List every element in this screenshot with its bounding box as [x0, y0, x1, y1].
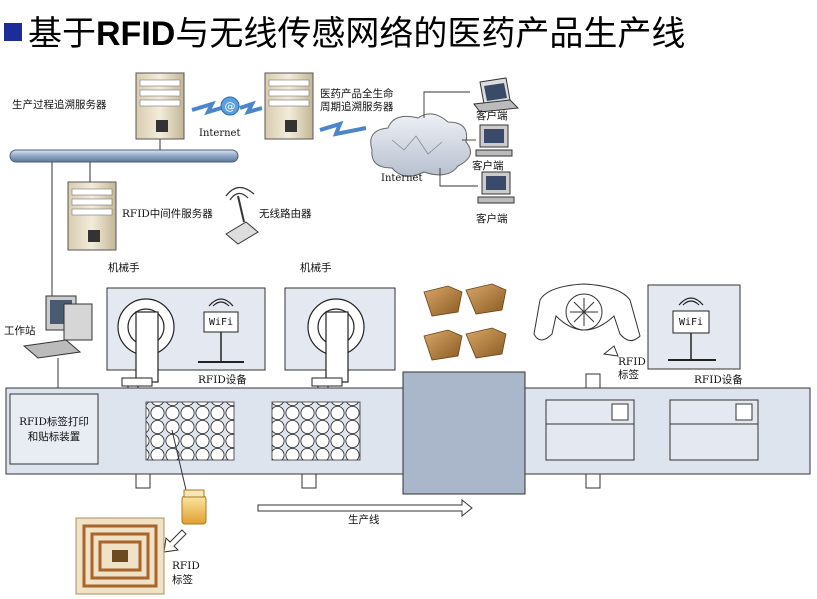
title-prefix: 基于 [28, 14, 96, 54]
internet-cloud-label: Internet [381, 173, 423, 184]
wifi-label-1: WiFi [208, 317, 234, 328]
carton-boxes [423, 283, 507, 361]
wireless-link-icon [319, 120, 367, 137]
lifecycle-server-label-2: 周期追溯服务器 [320, 101, 394, 113]
rfid-tag-top-label-1: RFID [618, 356, 646, 368]
rfid-tag-top-label-2: 标签 [618, 369, 639, 381]
lifecycle-server-icon [264, 72, 314, 140]
client-label-3: 客户端 [476, 213, 508, 225]
lifecycle-server-label-1: 医药产品全生命 [320, 88, 394, 100]
laptop-icon [473, 77, 520, 113]
client-label-2: 客户端 [472, 160, 504, 172]
slide-title: 基于RFID与无线传感网络的医药产品生产线 [0, 6, 817, 62]
packaging-gripper-icon [533, 283, 641, 357]
svg-text:@: @ [225, 100, 236, 113]
robot-arm-label-1: 机械手 [108, 262, 140, 274]
rfid-tag-image [75, 517, 165, 595]
robot-panel-2 [284, 287, 396, 427]
production-line-label: 生产线 [348, 514, 380, 526]
rfid-device-label-2: RFID设备 [694, 374, 743, 386]
client-label-1: 客户端 [476, 110, 508, 122]
workstation-label: 工作站 [4, 325, 36, 337]
rfid-device-label-1: RFID设备 [198, 374, 247, 386]
middleware-server-label: RFID中间件服务器 [122, 208, 213, 220]
middleware-server-icon [67, 181, 117, 251]
printer-label-2: 和贴标装置 [27, 431, 81, 443]
medicine-vial-icon [171, 429, 207, 525]
title-bold: RFID [96, 15, 176, 53]
production-server-label: 生产过程追溯服务器 [12, 99, 107, 111]
production-line-arrow [257, 498, 473, 518]
network-bus-bar [9, 149, 239, 163]
internet-left-label: Internet [199, 128, 241, 139]
internet-link-icon: @ [191, 96, 263, 116]
wireless-router-icon [225, 186, 259, 245]
wifi-panel-right [647, 284, 741, 370]
desktop-client-icon-1 [475, 124, 513, 157]
wifi-label-2: WiFi [678, 317, 704, 328]
tag-arrow-icon [163, 529, 187, 553]
desktop-client-icon-2 [477, 171, 515, 204]
rfid-tag-bottom-label-1: RFID [172, 560, 200, 572]
client-network-lines [423, 91, 478, 187]
production-server-icon [135, 72, 185, 140]
internet-cloud-icon [370, 113, 471, 177]
rfid-tag-bottom-label-2: 标签 [172, 574, 193, 586]
title-bullet [4, 22, 22, 41]
workstation-icon [22, 295, 93, 359]
robot-arm-label-2: 机械手 [300, 262, 332, 274]
packaging-station [402, 371, 526, 495]
printer-label-1: RFID标签打印 [19, 416, 89, 428]
title-suffix: 与无线传感网络的医药产品生产线 [175, 14, 686, 54]
wireless-router-label: 无线路由器 [259, 208, 312, 220]
